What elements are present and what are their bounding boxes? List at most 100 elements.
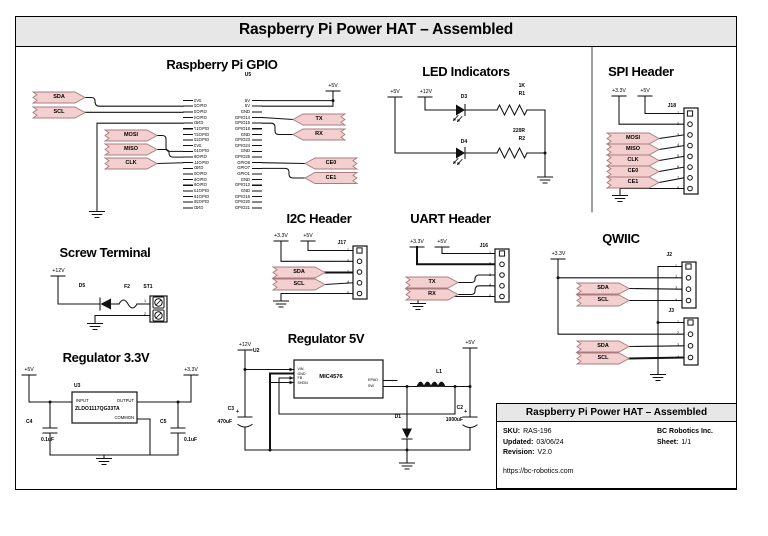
uart-header-graphics: [405, 246, 510, 311]
flag-label: MOSI: [625, 135, 641, 141]
screw-contact-icon: [152, 296, 165, 309]
power-label-33v: +3.3V: [410, 239, 424, 245]
flag-label-scl: SCL: [53, 109, 65, 115]
flag-label-sda: SDA: [597, 285, 609, 291]
pin-number: 2: [676, 121, 680, 126]
u5-right-pin-stubs: [252, 100, 262, 210]
pin-number: 5: [676, 154, 680, 159]
i2c-header-graphics: [272, 240, 368, 308]
pin-number: 2: [346, 258, 350, 263]
qwiic-graphics: [550, 258, 699, 382]
sku-value: RAS-196: [523, 428, 552, 435]
pin-label: GPIO23: [234, 137, 250, 143]
revision-label: Revision:: [503, 449, 535, 456]
led-indicators-graphics: [387, 96, 554, 184]
c5-value-label: 0.1uF: [184, 437, 198, 443]
ground-icon: [272, 300, 290, 308]
reg33-section-title: Regulator 3.3V: [62, 350, 150, 365]
pin-label: GPIO7: [237, 165, 250, 171]
c4-label: C4: [26, 419, 33, 425]
pin-label: GPIO18: [234, 125, 250, 131]
flag-label-tx: TX: [428, 279, 436, 285]
r1-value-label: 1K: [518, 83, 525, 89]
fuse-icon: [118, 299, 138, 309]
pin-number: 4: [676, 143, 680, 148]
power-label-33v: +3.3V: [274, 233, 288, 239]
j18-ref-label: J18: [667, 103, 676, 109]
flag-label: CE0: [627, 168, 639, 174]
sku-row: SKU:RAS-196: [503, 428, 552, 435]
c2-label: C2: [456, 405, 463, 411]
power-label-5v: +5V: [303, 233, 313, 239]
spi-section-title: SPI Header: [608, 64, 674, 79]
pin-label: FB: [297, 376, 303, 381]
connector-j3: [683, 317, 699, 366]
pin-number: 2: [676, 331, 680, 336]
title-block: Raspberry Pi Power HAT – Assembled SKU:R…: [496, 403, 737, 489]
pin-label: GPIO24: [234, 142, 250, 148]
c3-value-label: 470uF: [217, 419, 232, 425]
title-block-title: Raspberry Pi Power HAT – Assembled: [497, 404, 736, 422]
pin-label: GPIO15: [234, 120, 250, 126]
power-label-33v: +3.3V: [612, 88, 626, 94]
regulator-5-graphics: [237, 347, 478, 470]
pin-label: GPIO14: [234, 114, 250, 120]
r2-ref-label: R2: [518, 136, 525, 142]
pin-number: 3: [676, 132, 680, 137]
c3-plus-sign: +: [236, 408, 240, 415]
pin-label: GND: [240, 131, 250, 137]
spi-header-graphics: [606, 95, 699, 203]
ground-icon: [409, 302, 427, 311]
flag-label-sda: SDA: [53, 94, 65, 100]
j3-ref-label: J3: [668, 308, 674, 314]
ground-icon: [95, 457, 113, 466]
flag-label: MISO: [625, 146, 641, 152]
pin-number: 4: [674, 297, 678, 302]
uart-section-title: UART Header: [410, 211, 491, 226]
pin-label: GPIO12: [234, 182, 250, 188]
pin-label: GND: [297, 371, 306, 376]
connector-j18: [683, 107, 699, 195]
j2-ref-label: J2: [666, 252, 672, 258]
pin-number: 5: [346, 291, 350, 296]
page-title: Raspberry Pi Power HAT – Assembled: [238, 21, 514, 38]
u2-ref-label: U2: [253, 348, 260, 354]
st1-pin2-number: 2: [144, 311, 147, 316]
pin-label: GND: [240, 187, 250, 193]
reg5-section-title: Regulator 5V: [287, 331, 365, 346]
resistor-icon: [496, 147, 528, 159]
capacitor-icon: [237, 423, 253, 451]
c2-plus-sign: +: [464, 409, 468, 415]
power-label-5v: +5V: [640, 88, 650, 94]
pin-label: GND: [240, 176, 250, 182]
st1-pin1-number: 1: [144, 298, 147, 303]
pin-label: GND: [240, 148, 250, 154]
pin-number: 1: [676, 111, 680, 116]
j17-ref-label: J17: [337, 240, 346, 246]
pin-number: 8: [676, 186, 680, 191]
updated-value: 03/06/24: [536, 438, 564, 446]
diode-icon: [402, 428, 412, 439]
title-bar: [16, 17, 736, 47]
led-icon: [452, 103, 466, 123]
power-label-5v: +5V: [390, 89, 400, 95]
resistor-icon: [496, 104, 528, 116]
flag-label-scl: SCL: [597, 355, 609, 361]
pin-label: GND: [240, 108, 250, 114]
company-name: BC Robotics Inc.: [657, 428, 714, 435]
ground-icon: [536, 176, 554, 184]
pin-number: 4: [676, 354, 680, 359]
ground-icon: [649, 373, 667, 382]
pin-label: 5V: [244, 103, 250, 109]
power-label-12v: +12V: [238, 342, 252, 348]
u5-left-pin-stubs: [183, 100, 193, 210]
updated-label: Updated:: [503, 438, 534, 446]
pin-label: GND: [194, 204, 204, 210]
pin-number: 1: [346, 248, 350, 253]
pin-number: 3: [674, 286, 678, 291]
pin-number: 2: [488, 261, 492, 266]
